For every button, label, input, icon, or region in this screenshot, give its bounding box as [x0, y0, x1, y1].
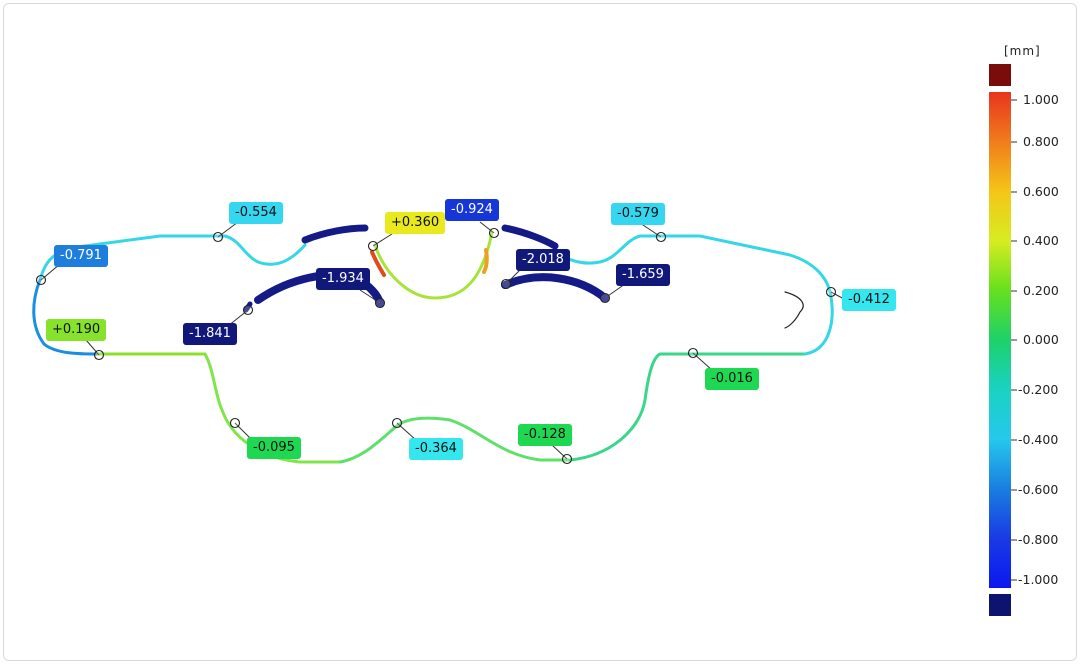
scale-tick: -0.800 [1018, 532, 1059, 547]
outer-contour [32, 230, 834, 464]
contour-left-top [38, 234, 307, 282]
scale-under-swatch [989, 594, 1011, 616]
band-top-left [301, 224, 369, 244]
contour-center-arch [373, 230, 494, 300]
deviation-label: -0.412 [842, 289, 896, 311]
scale-tick: -0.600 [1018, 482, 1059, 497]
contour-right-end [553, 234, 834, 356]
deviation-label: -0.095 [247, 437, 301, 459]
band-left-stub [243, 301, 253, 313]
color-scale [989, 64, 1017, 616]
scale-over-swatch [989, 64, 1011, 86]
deviation-label: -1.934 [316, 268, 370, 290]
deviation-label: -2.018 [516, 249, 570, 271]
deviation-label: +0.190 [46, 319, 107, 341]
point-markers [35, 227, 837, 465]
scale-tick: 0.200 [1023, 283, 1059, 298]
contour-center-hot [370, 250, 386, 277]
scale-tick: 0.400 [1023, 233, 1059, 248]
contour-lower-middle [338, 416, 572, 464]
band-mid-right [501, 273, 609, 302]
right-end-arc [784, 291, 804, 329]
deviation-label: -0.128 [518, 424, 572, 446]
scale-tick: -0.400 [1018, 432, 1059, 447]
scale-tick: -1.000 [1018, 572, 1059, 587]
scale-tick: 0.000 [1023, 332, 1059, 347]
scale-unit-label: [mm] [1004, 44, 1041, 58]
deviation-label: -1.841 [183, 323, 237, 345]
deviation-label: -0.791 [54, 245, 108, 267]
scale-tick: 0.600 [1023, 184, 1059, 199]
deviation-label: -0.016 [705, 368, 759, 390]
contour-left-segment [32, 278, 100, 356]
leaders [40, 221, 847, 460]
contour-right-hot [482, 248, 489, 274]
scale-gradient [989, 92, 1011, 588]
deviation-label: -0.924 [445, 199, 499, 221]
band-top-right [501, 224, 559, 250]
image-frame [3, 3, 1077, 661]
deviation-label: -0.579 [611, 203, 665, 225]
scale-tick: 1.000 [1023, 92, 1059, 107]
deviation-label: -0.554 [229, 202, 283, 224]
deviation-label: -0.364 [409, 438, 463, 460]
deviation-label: -1.659 [616, 264, 670, 286]
scale-tick: -0.200 [1018, 382, 1059, 397]
contour-lower-right [568, 352, 807, 462]
deviation-label: +0.360 [385, 212, 446, 234]
scale-tick: 0.800 [1023, 134, 1059, 149]
